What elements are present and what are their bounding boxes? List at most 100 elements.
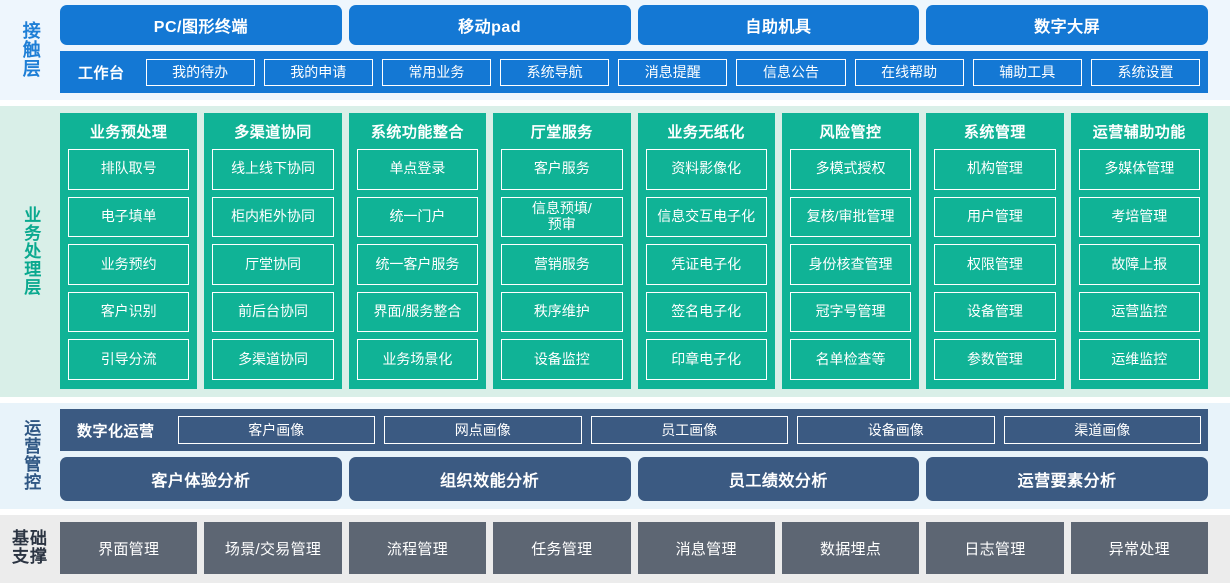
layer-label-base-line1: 基础	[12, 529, 48, 549]
business-column-system-integration: 系统功能整合 单点登录 统一门户 统一客户服务 界面/服务整合 业务场景化	[348, 113, 487, 389]
business-item-queue-ticket[interactable]: 排队取号	[68, 149, 190, 190]
business-item-user-management[interactable]: 用户管理	[934, 196, 1056, 238]
business-item-guidance-diversion[interactable]: 引导分流	[68, 339, 190, 380]
column-title: 运营辅助功能	[1092, 123, 1186, 141]
portrait-item-channel[interactable]: 渠道画像	[1003, 416, 1202, 444]
base-item-exception-handling[interactable]: 异常处理	[1070, 522, 1208, 574]
business-item-pre-fill-pre-review[interactable]: 信息预填/ 预审	[501, 196, 623, 238]
column-title: 厅堂服务	[530, 123, 593, 141]
business-column-paperless: 业务无纸化 资料影像化 信息交互电子化 凭证电子化 签名电子化 印章电子化	[637, 113, 775, 389]
business-item-organization-management[interactable]: 机构管理	[934, 149, 1056, 190]
channel-card-mobile-pad[interactable]: 移动pad	[348, 5, 631, 45]
analysis-card-customer-experience[interactable]: 客户体验分析	[60, 457, 342, 501]
column-title: 风险管控	[819, 123, 882, 141]
business-item-appointment[interactable]: 业务预约	[68, 244, 190, 285]
business-item-list-check[interactable]: 名单检查等	[789, 339, 912, 380]
base-item-process-management[interactable]: 流程管理	[348, 522, 487, 574]
business-item-device-monitoring[interactable]: 设备监控	[501, 339, 623, 380]
workbench-item-system-navigation[interactable]: 系统导航	[500, 58, 610, 86]
workbench-item-online-help[interactable]: 在线帮助	[854, 58, 964, 86]
business-item-unified-customer-service[interactable]: 统一客户服务	[356, 244, 479, 285]
business-item-business-scenario[interactable]: 业务场景化	[356, 339, 479, 380]
contact-layer-body: PC/图形终端 移动pad 自助机具 数字大屏 工作台 我的待办 我的申请 常用…	[60, 5, 1230, 93]
workbench-item-my-application[interactable]: 我的申请	[263, 58, 373, 86]
business-item-e-form[interactable]: 电子填单	[68, 196, 190, 238]
layer-label-contact: 接触层	[20, 20, 41, 78]
business-item-document-imaging[interactable]: 资料影像化	[645, 149, 767, 190]
layer-contact: 接触层 PC/图形终端 移动pad 自助机具 数字大屏 工作台 我的待办 我的申…	[0, 0, 1230, 100]
workbench-item-auxiliary-tools[interactable]: 辅助工具	[972, 58, 1082, 86]
business-item-unified-portal[interactable]: 统一门户	[356, 196, 479, 238]
business-item-identity-verification[interactable]: 身份核查管理	[789, 244, 912, 285]
business-item-voucher-electronic[interactable]: 凭证电子化	[645, 244, 767, 285]
portrait-item-customer[interactable]: 客户画像	[177, 416, 376, 444]
layer-divider-1	[0, 100, 1230, 106]
business-item-seal-electronic[interactable]: 印章电子化	[645, 339, 767, 380]
business-column-preprocessing: 业务预处理 排队取号 电子填单 业务预约 客户识别 引导分流	[60, 113, 198, 389]
business-item-operation-monitoring[interactable]: 运营监控	[1078, 291, 1200, 333]
layer-label-base-support: 基础 支撑	[0, 522, 60, 574]
business-item-signature-electronic[interactable]: 签名电子化	[645, 291, 767, 333]
portrait-item-device[interactable]: 设备画像	[797, 416, 995, 444]
workbench-item-announcement[interactable]: 信息公告	[736, 58, 846, 86]
workbench-title: 工作台	[78, 64, 125, 82]
business-item-multimode-authorization[interactable]: 多模式授权	[789, 149, 912, 190]
base-item-scenario-transaction-management[interactable]: 场景/交易管理	[204, 522, 342, 574]
business-item-single-sign-on[interactable]: 单点登录	[356, 149, 479, 190]
layer-operations-control: 运营管控 数字化运营 客户画像 网点画像 员工画像 设备画像 渠道画像 客户体验…	[0, 403, 1230, 509]
business-item-multimedia-management[interactable]: 多媒体管理	[1078, 149, 1200, 190]
portrait-item-branch[interactable]: 网点画像	[384, 416, 582, 444]
business-item-ui-service-integration[interactable]: 界面/服务整合	[356, 291, 479, 333]
layer-divider-2	[0, 397, 1230, 403]
analysis-row: 客户体验分析 组织效能分析 员工绩效分析 运营要素分析	[60, 457, 1208, 501]
business-item-serial-number-management[interactable]: 冠字号管理	[789, 291, 912, 333]
business-item-permission-management[interactable]: 权限管理	[934, 244, 1056, 285]
layer-divider-3	[0, 509, 1230, 515]
business-item-customer-service[interactable]: 客户服务	[501, 149, 623, 190]
business-item-order-maintenance[interactable]: 秩序维护	[501, 291, 623, 333]
column-title: 多渠道协同	[234, 123, 312, 141]
base-item-ui-management[interactable]: 界面管理	[60, 522, 198, 574]
base-item-message-management[interactable]: 消息管理	[637, 522, 775, 574]
analysis-card-organizational-efficiency[interactable]: 组织效能分析	[348, 457, 631, 501]
analysis-card-operation-elements[interactable]: 运营要素分析	[926, 457, 1208, 501]
business-item-counter-collab[interactable]: 柜内柜外协同	[212, 196, 334, 238]
business-item-info-exchange-electronic[interactable]: 信息交互电子化	[645, 196, 767, 238]
analysis-card-employee-performance[interactable]: 员工绩效分析	[637, 457, 920, 501]
workbench-item-my-todo[interactable]: 我的待办	[145, 58, 255, 86]
business-item-multichannel-collab[interactable]: 多渠道协同	[212, 339, 334, 380]
business-layer-body: 业务预处理 排队取号 电子填单 业务预约 客户识别 引导分流 多渠道协同 线上线…	[60, 113, 1230, 389]
business-item-marketing-service[interactable]: 营销服务	[501, 244, 623, 285]
business-column-system-management: 系统管理 机构管理 用户管理 权限管理 设备管理 参数管理	[926, 113, 1064, 389]
workbench-item-system-settings[interactable]: 系统设置	[1090, 58, 1201, 86]
column-title: 系统管理	[963, 123, 1026, 141]
portrait-item-employee[interactable]: 员工画像	[590, 416, 789, 444]
business-item-customer-identification[interactable]: 客户识别	[68, 291, 190, 333]
channel-row: PC/图形终端 移动pad 自助机具 数字大屏	[60, 5, 1208, 45]
column-title: 系统功能整合	[370, 123, 464, 141]
base-layer-body: 界面管理 场景/交易管理 流程管理 任务管理 消息管理 数据埋点 日志管理 异常…	[60, 522, 1230, 574]
business-item-training-management[interactable]: 考培管理	[1078, 196, 1200, 238]
business-item-device-management[interactable]: 设备管理	[934, 291, 1056, 333]
base-item-task-management[interactable]: 任务管理	[493, 522, 631, 574]
business-item-parameter-management[interactable]: 参数管理	[934, 339, 1056, 380]
business-column-multichannel: 多渠道协同 线上线下协同 柜内柜外协同 厅堂协同 前后台协同 多渠道协同	[204, 113, 342, 389]
channel-card-self-service[interactable]: 自助机具	[637, 5, 920, 45]
layer-base-support: 基础 支撑 界面管理 场景/交易管理 流程管理 任务管理 消息管理 数据埋点 日…	[0, 515, 1230, 583]
base-item-log-management[interactable]: 日志管理	[926, 522, 1064, 574]
base-item-data-tracking[interactable]: 数据埋点	[781, 522, 920, 574]
business-item-front-back-collab[interactable]: 前后台协同	[212, 291, 334, 333]
business-item-ops-monitoring[interactable]: 运维监控	[1078, 339, 1200, 380]
workbench-item-common-business[interactable]: 常用业务	[381, 58, 492, 86]
channel-card-pc[interactable]: PC/图形终端	[60, 5, 342, 45]
business-item-hall-collab[interactable]: 厅堂协同	[212, 244, 334, 285]
workbench-item-message-reminder[interactable]: 消息提醒	[618, 58, 728, 86]
business-item-review-approval[interactable]: 复核/审批管理	[789, 196, 912, 238]
business-item-fault-reporting[interactable]: 故障上报	[1078, 244, 1200, 285]
channel-card-digital-screen[interactable]: 数字大屏	[926, 5, 1208, 45]
business-column-risk-control: 风险管控 多模式授权 复核/审批管理 身份核查管理 冠字号管理 名单检查等	[781, 113, 920, 389]
business-item-online-offline-collab[interactable]: 线上线下协同	[212, 149, 334, 190]
operations-layer-body: 数字化运营 客户画像 网点画像 员工画像 设备画像 渠道画像 客户体验分析 组织…	[60, 409, 1230, 501]
column-title: 业务预处理	[89, 123, 168, 141]
